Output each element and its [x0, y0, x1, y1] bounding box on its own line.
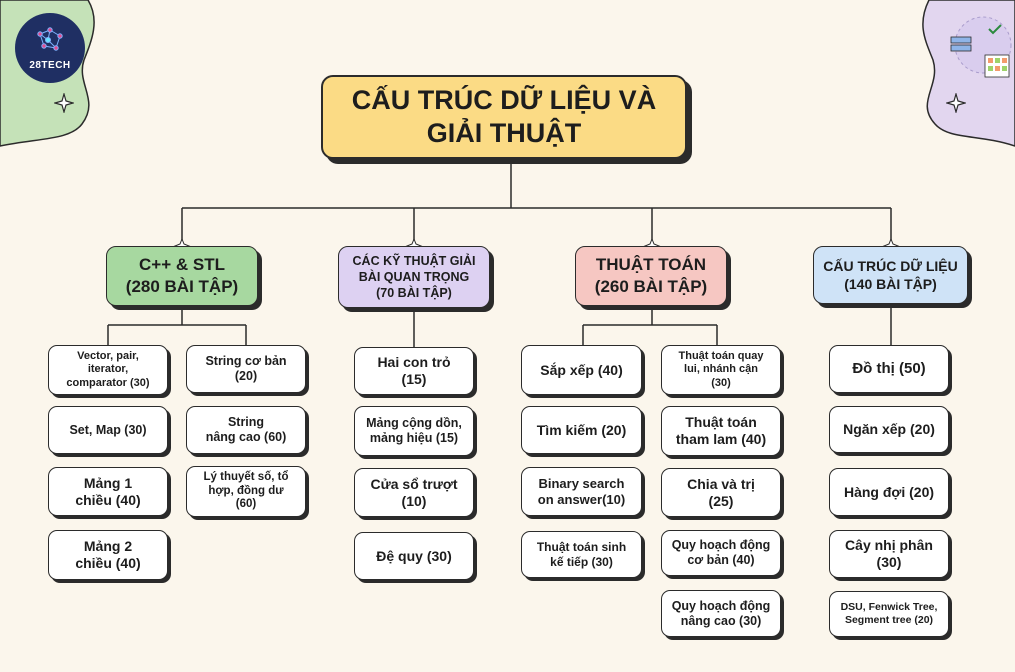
topic-number-theory: Lý thuyết số, tổ hợp, đồng dư (60)	[186, 466, 306, 517]
category-cpp-stl: C++ & STL (280 BÀI TẬP)	[106, 246, 258, 306]
topic-vector-pair: Vector, pair, iterator, comparator (30)	[48, 345, 168, 395]
topic-two-pointers: Hai con trỏ (15)	[354, 347, 474, 395]
sparkle-icon	[54, 93, 74, 113]
topic-queue: Hàng đợi (20)	[829, 468, 949, 516]
topic-dp-advanced: Quy hoạch động nâng cao (30)	[661, 590, 781, 637]
topic-binary-tree: Cây nhị phân (30)	[829, 530, 949, 578]
topic-dsu-fenwick-segment: DSU, Fenwick Tree, Segment tree (20)	[829, 591, 949, 637]
sparkle-icon	[946, 93, 966, 113]
brand-name: 28TECH	[29, 59, 71, 71]
topic-greedy: Thuật toán tham lam (40)	[661, 406, 781, 456]
topic-prefix-sum: Mảng cộng dồn, mảng hiệu (15)	[354, 406, 474, 456]
topic-dp-basic: Quy hoạch động cơ bản (40)	[661, 530, 781, 576]
brand-logo: 28TECH	[15, 13, 85, 83]
topic-sliding-window: Cửa sổ trượt (10)	[354, 468, 474, 517]
data-structure-illustration-icon	[950, 16, 1012, 78]
network-icon	[37, 26, 63, 51]
page-title: CẤU TRÚC DỮ LIỆU VÀ GIẢI THUẬT	[321, 75, 687, 159]
topic-recursion: Đệ quy (30)	[354, 532, 474, 580]
topic-array-2d: Mảng 2 chiều (40)	[48, 530, 168, 580]
topic-divide-conquer: Chia và trị (25)	[661, 468, 781, 517]
category-algorithms: THUẬT TOÁN (260 BÀI TẬP)	[575, 246, 727, 306]
topic-stack: Ngăn xếp (20)	[829, 406, 949, 453]
topic-backtracking: Thuật toán quay lui, nhánh cận (30)	[661, 345, 781, 395]
topic-sorting: Sắp xếp (40)	[521, 345, 642, 395]
topic-graph: Đồ thị (50)	[829, 345, 949, 393]
topic-set-map: Set, Map (30)	[48, 406, 168, 454]
topic-string-basic: String cơ bản (20)	[186, 345, 306, 393]
category-data-structures: CẤU TRÚC DỮ LIỆU (140 BÀI TẬP)	[813, 246, 968, 304]
topic-next-permutation: Thuật toán sinh kế tiếp (30)	[521, 531, 642, 578]
topic-binary-search-answer: Binary search on answer(10)	[521, 467, 642, 516]
topic-string-advanced: String nâng cao (60)	[186, 406, 306, 454]
topic-array-1d: Mảng 1 chiều (40)	[48, 467, 168, 516]
topic-searching: Tìm kiếm (20)	[521, 406, 642, 454]
category-techniques: CÁC KỸ THUẬT GIẢI BÀI QUAN TRỌNG (70 BÀI…	[338, 246, 490, 308]
